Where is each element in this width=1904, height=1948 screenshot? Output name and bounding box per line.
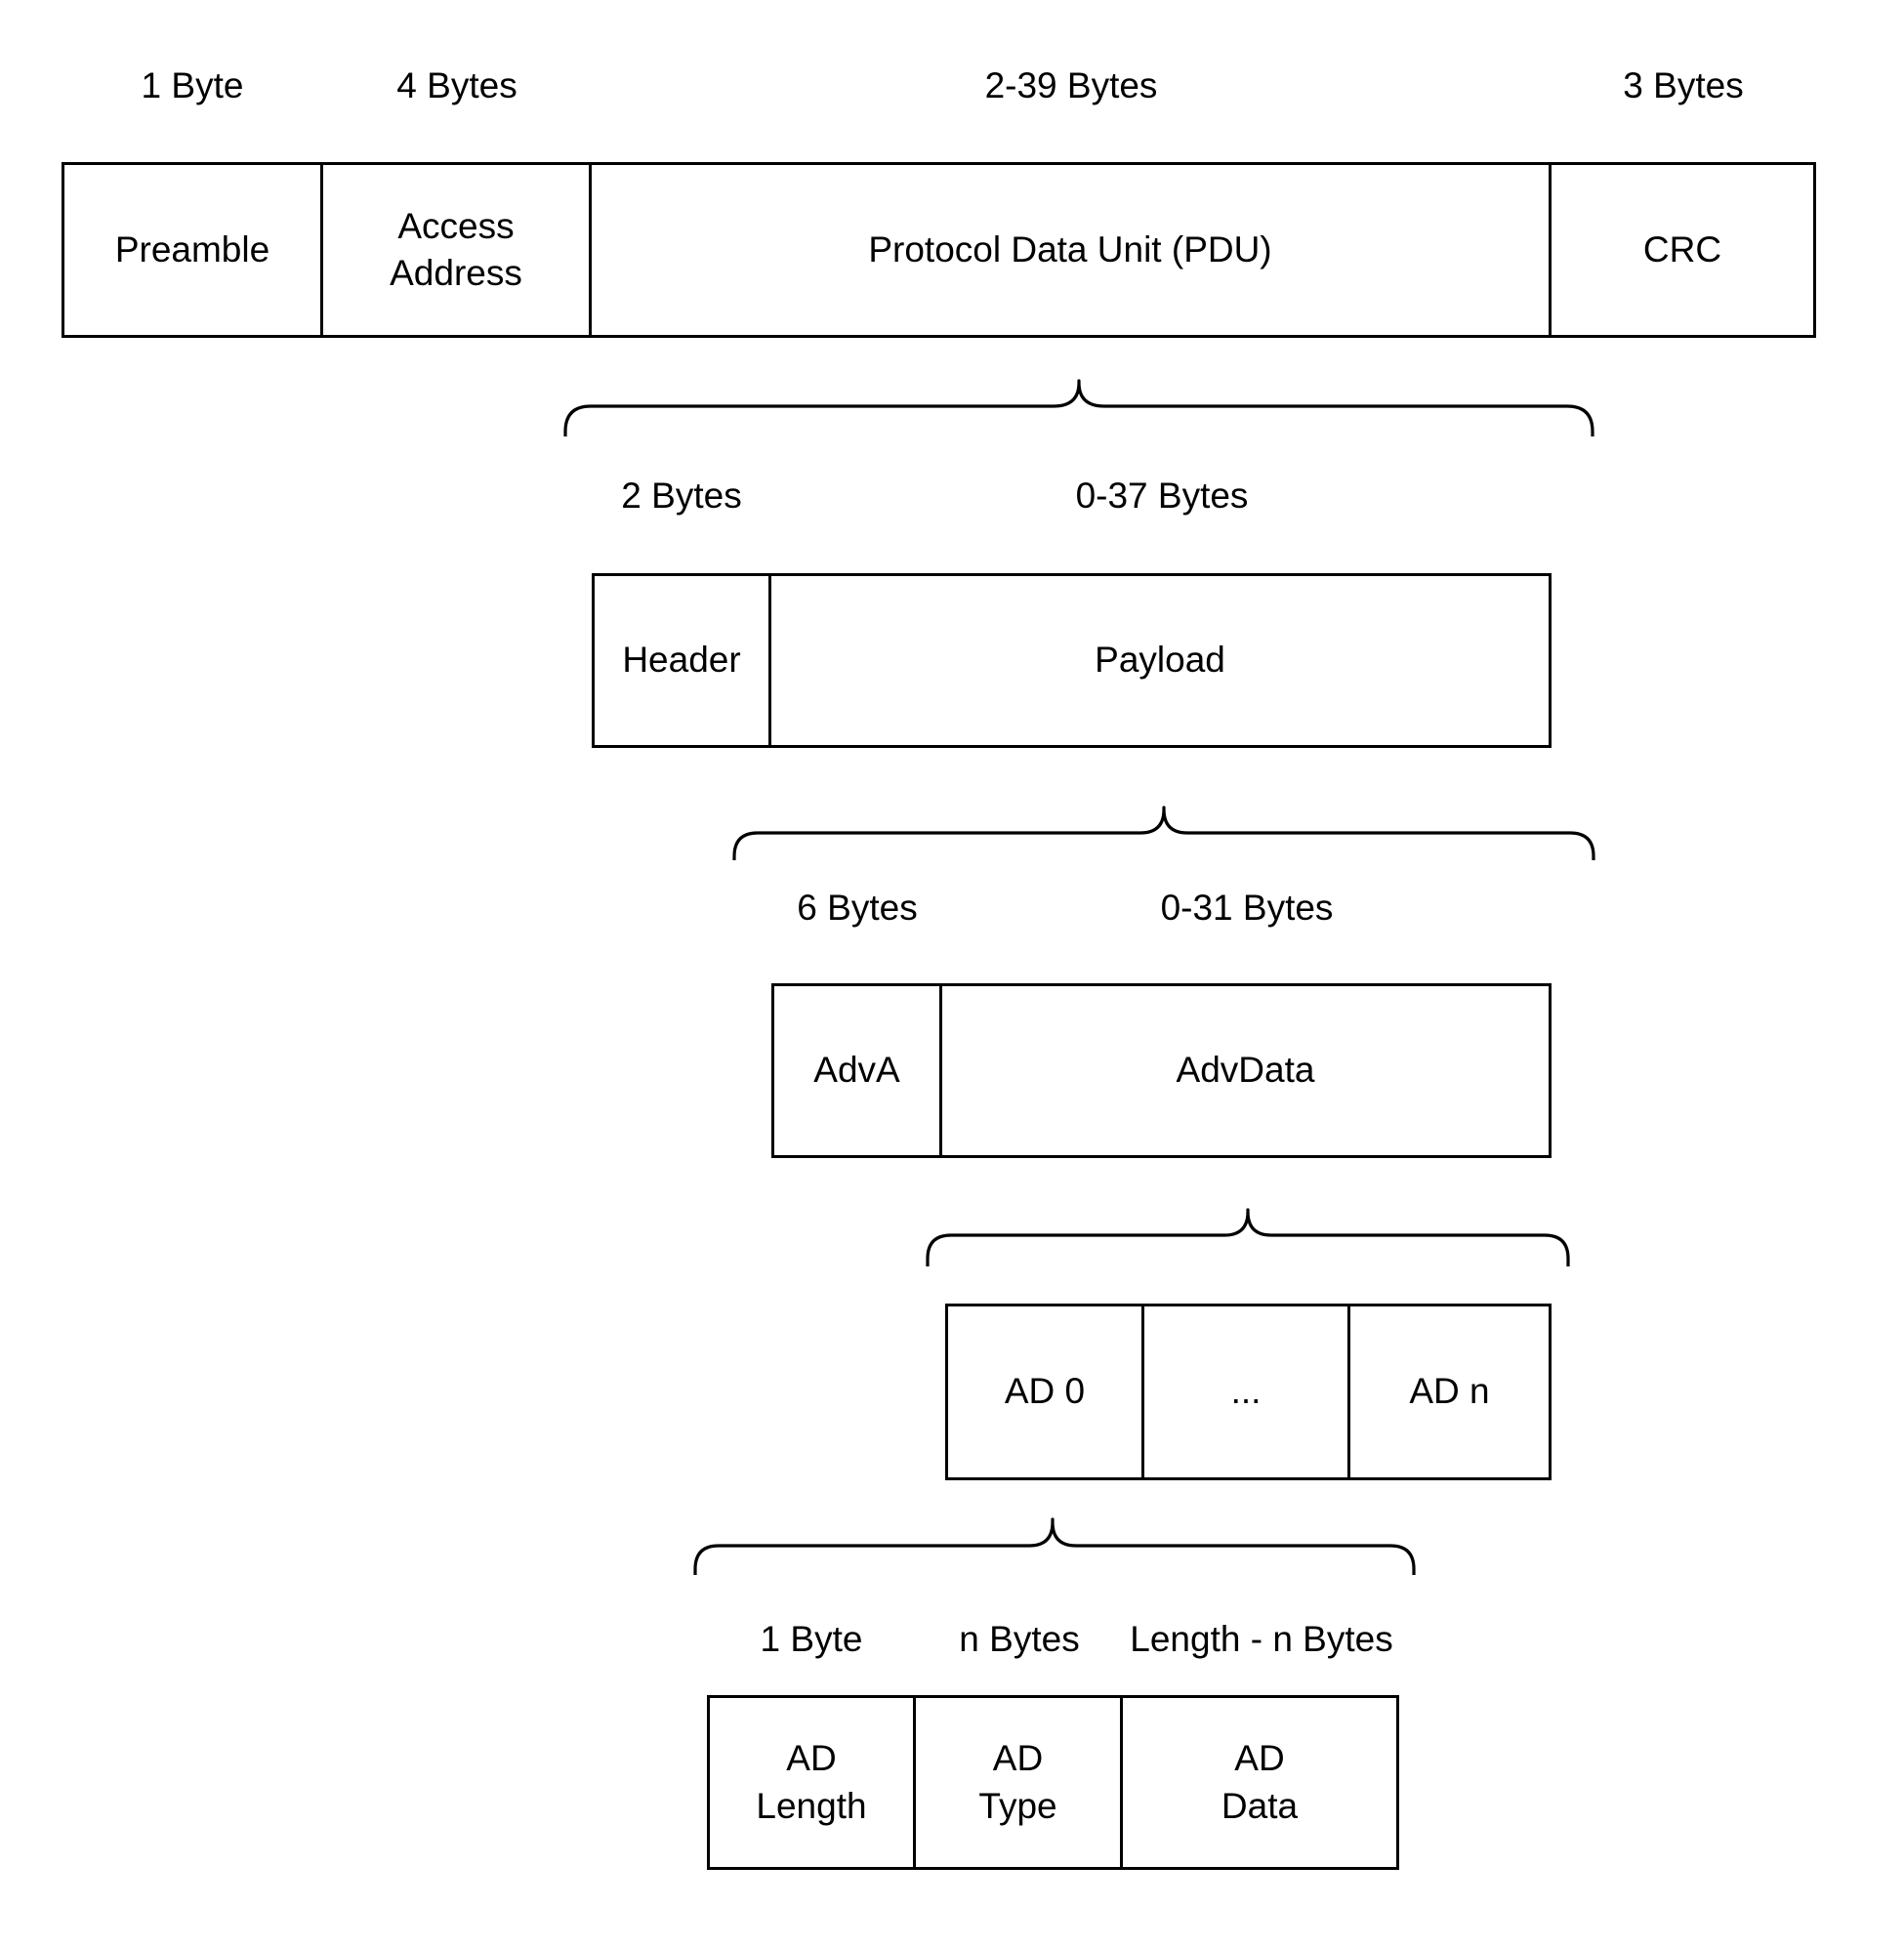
size-label-advdata: 0-31 Bytes [1160, 888, 1334, 928]
cell-preamble: Preamble [64, 165, 323, 335]
cell-ad-data: AD Data [1221, 1738, 1299, 1826]
size-label-pdu: 2-39 Bytes [984, 65, 1158, 105]
size-label-ad-type: n Bytes [959, 1619, 1080, 1659]
brace-pdu-expansion [563, 379, 1594, 436]
ad-structure-box: AD Length AD Type AD Data [707, 1695, 1399, 1870]
size-label-payload: 0-37 Bytes [1075, 476, 1249, 516]
brace-advdata-expansion [926, 1208, 1570, 1266]
size-label-header: 2 Bytes [621, 476, 742, 516]
cell-ad-ellipsis: ... [1144, 1306, 1350, 1477]
cell-crc: CRC [1642, 228, 1722, 269]
advdata-box: AD 0 ... AD n [945, 1304, 1552, 1480]
size-label-access-address: 4 Bytes [396, 65, 517, 105]
size-label-crc: 3 Bytes [1623, 65, 1744, 105]
cell-adva: AdvA [774, 986, 942, 1155]
cell-pdu: Protocol Data Unit (PDU) [592, 165, 1552, 335]
cell-ad-length: AD Length [710, 1698, 916, 1867]
cell-access-address: Access Address [323, 165, 592, 335]
cell-advdata: AdvData [1176, 1050, 1315, 1091]
payload-box: AdvA AdvData [771, 983, 1552, 1158]
packet-box: Preamble Access Address Protocol Data Un… [62, 162, 1816, 338]
cell-ad-0: AD 0 [948, 1306, 1144, 1477]
brace-ad-expansion [693, 1517, 1416, 1575]
brace-payload-expansion [732, 806, 1595, 860]
pdu-box: Header Payload [592, 573, 1552, 748]
size-label-ad-data: Length - n Bytes [1130, 1619, 1393, 1659]
size-label-ad-length: 1 Byte [760, 1619, 863, 1659]
cell-payload: Payload [1095, 640, 1225, 681]
cell-header: Header [595, 576, 771, 745]
cell-ad-n: AD n [1409, 1371, 1490, 1412]
size-label-preamble: 1 Byte [141, 65, 244, 105]
size-label-adva: 6 Bytes [797, 888, 918, 928]
cell-ad-type: AD Type [916, 1698, 1123, 1867]
